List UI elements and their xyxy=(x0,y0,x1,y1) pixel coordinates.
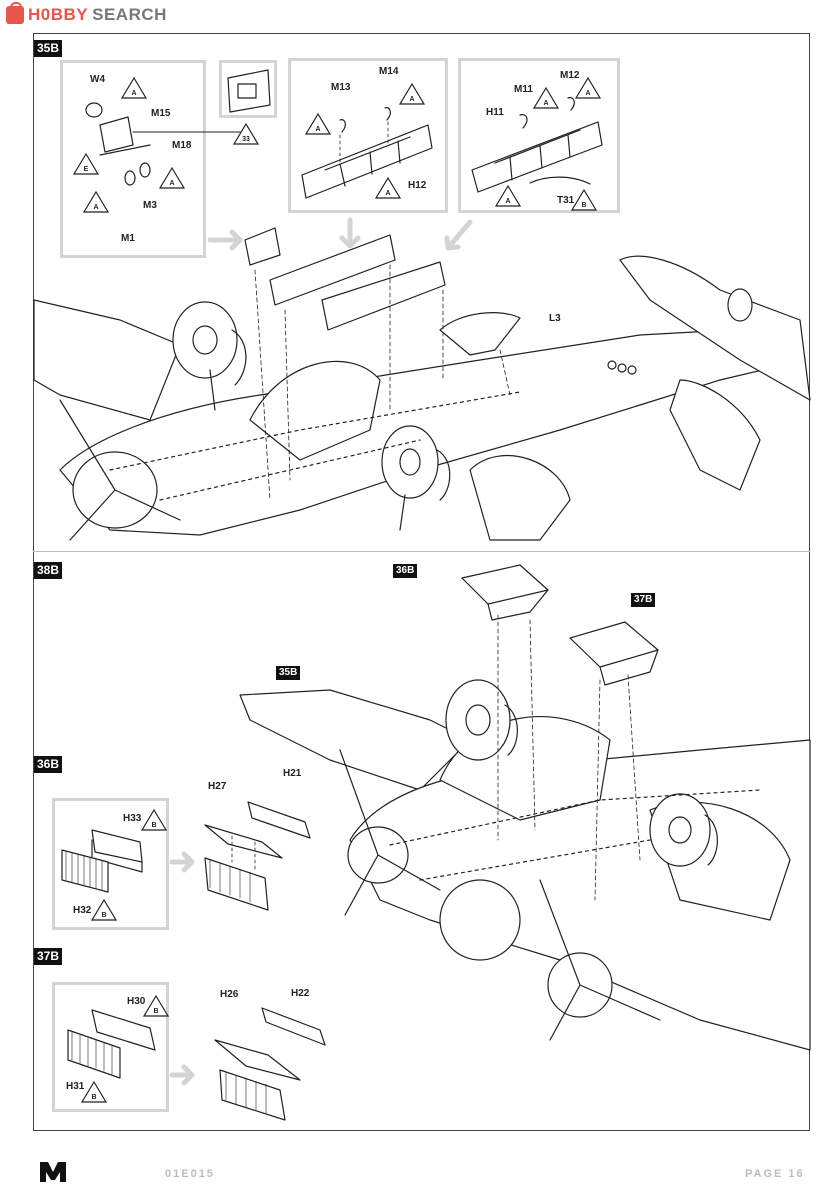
triangle-b-icon: B xyxy=(142,994,170,1017)
part-label-h11: H11 xyxy=(486,107,504,118)
triangle-a-icon: A xyxy=(374,176,402,199)
triangle-a-icon: A xyxy=(120,76,148,99)
footer-page-number: PAGE 16 xyxy=(745,1168,805,1180)
svg-text:B: B xyxy=(581,202,586,209)
step-label-37b: 37B xyxy=(34,948,63,965)
part-label-m14: M14 xyxy=(379,66,399,77)
triangle-a-icon: A xyxy=(398,82,426,105)
part-label-h31: H31 xyxy=(66,1081,85,1092)
triangle-b-icon: B xyxy=(140,808,168,831)
subbox-h30-parts xyxy=(67,1009,156,1079)
svg-text:B: B xyxy=(153,1008,158,1015)
part-label-h30: H30 xyxy=(127,996,146,1007)
triangle-b-icon: B xyxy=(90,898,118,921)
svg-text:A: A xyxy=(93,204,98,211)
svg-text:B: B xyxy=(151,822,156,829)
part-label-h33: H33 xyxy=(123,813,142,824)
h26-h22-parts xyxy=(214,1007,326,1121)
svg-text:A: A xyxy=(385,190,390,197)
watermark-brand-gray: SEARCH xyxy=(92,5,167,24)
guide-arrows xyxy=(169,217,473,1086)
subassembly-box-h12 xyxy=(288,58,448,213)
triangle-a-icon: A xyxy=(158,166,186,189)
step-label-36b: 36B xyxy=(34,756,63,773)
aircraft-bottom-view xyxy=(239,564,811,1051)
subbox-m15-parts xyxy=(85,102,241,186)
section-divider xyxy=(33,551,810,552)
part-label-m11: M11 xyxy=(514,84,533,95)
triangle-a-icon: A xyxy=(532,86,560,109)
part-label-h32: H32 xyxy=(73,905,92,916)
svg-text:A: A xyxy=(169,180,174,187)
hobbysearch-watermark: H0BBY SEARCH xyxy=(6,2,167,26)
subassembly-box-h11 xyxy=(458,58,620,213)
triangle-a-icon: A xyxy=(82,190,110,213)
part-label-t31: T31 xyxy=(557,195,575,206)
aircraft-top-view xyxy=(33,227,811,541)
part-label-m1: M1 xyxy=(121,233,135,244)
svg-text:A: A xyxy=(409,96,414,103)
triangle-a-icon: E xyxy=(72,152,100,175)
triangle-a-icon: A xyxy=(574,76,602,99)
part-label-m18: M18 xyxy=(172,140,192,151)
part-label-m12: M12 xyxy=(560,70,580,81)
svg-text:B: B xyxy=(91,1094,96,1101)
svg-text:33: 33 xyxy=(242,136,250,143)
part-label-m15: M15 xyxy=(151,108,171,119)
footer-code: 01E015 xyxy=(165,1168,215,1180)
part-label-m3: M3 xyxy=(143,200,157,211)
svg-text:A: A xyxy=(505,198,510,205)
part-label-h22: H22 xyxy=(291,988,310,999)
part-label-h21: H21 xyxy=(283,768,302,779)
h27-h21-parts xyxy=(204,801,311,911)
subbox-ref33-part xyxy=(227,69,271,113)
subassembly-box-m15 xyxy=(60,60,206,258)
subassembly-box-h33 xyxy=(52,798,169,930)
triangle-b-icon: B xyxy=(570,188,598,211)
shopping-bag-icon xyxy=(6,2,24,24)
subassembly-box-h30 xyxy=(52,982,169,1112)
step-label-38b: 38B xyxy=(34,562,63,579)
triangle-text: A xyxy=(131,90,136,97)
part-label-h26: H26 xyxy=(220,989,239,1000)
triangle-ref-icon: 33 xyxy=(232,122,260,145)
svg-text:A: A xyxy=(543,100,548,107)
step-ref-35b: 35B xyxy=(276,666,301,680)
svg-text:E: E xyxy=(84,166,89,173)
page-frame xyxy=(33,33,810,1131)
triangle-a-icon: A xyxy=(494,184,522,207)
part-label-m13: M13 xyxy=(331,82,351,93)
part-label-h27: H27 xyxy=(208,781,227,792)
triangle-a-icon: A xyxy=(304,112,332,135)
part-label-h12: H12 xyxy=(408,180,427,191)
step-ref-36b: 36B xyxy=(393,564,418,578)
part-label-w4: W4 xyxy=(90,74,105,85)
subbox-h11-parts xyxy=(471,97,603,193)
subbox-h12-parts xyxy=(301,107,433,199)
triangle-b-icon: B xyxy=(80,1080,108,1103)
part-label-l3: L3 xyxy=(549,313,561,324)
step-label-35b: 35B xyxy=(34,40,63,57)
svg-text:B: B xyxy=(101,912,106,919)
svg-text:A: A xyxy=(315,126,320,133)
svg-text:A: A xyxy=(585,90,590,97)
watermark-brand-red: H0BBY xyxy=(28,5,89,24)
subassembly-box-ref33 xyxy=(219,60,277,118)
step-ref-37b: 37B xyxy=(631,593,656,607)
mm-logo-icon xyxy=(40,1162,66,1182)
subbox-h33-parts xyxy=(61,829,143,893)
